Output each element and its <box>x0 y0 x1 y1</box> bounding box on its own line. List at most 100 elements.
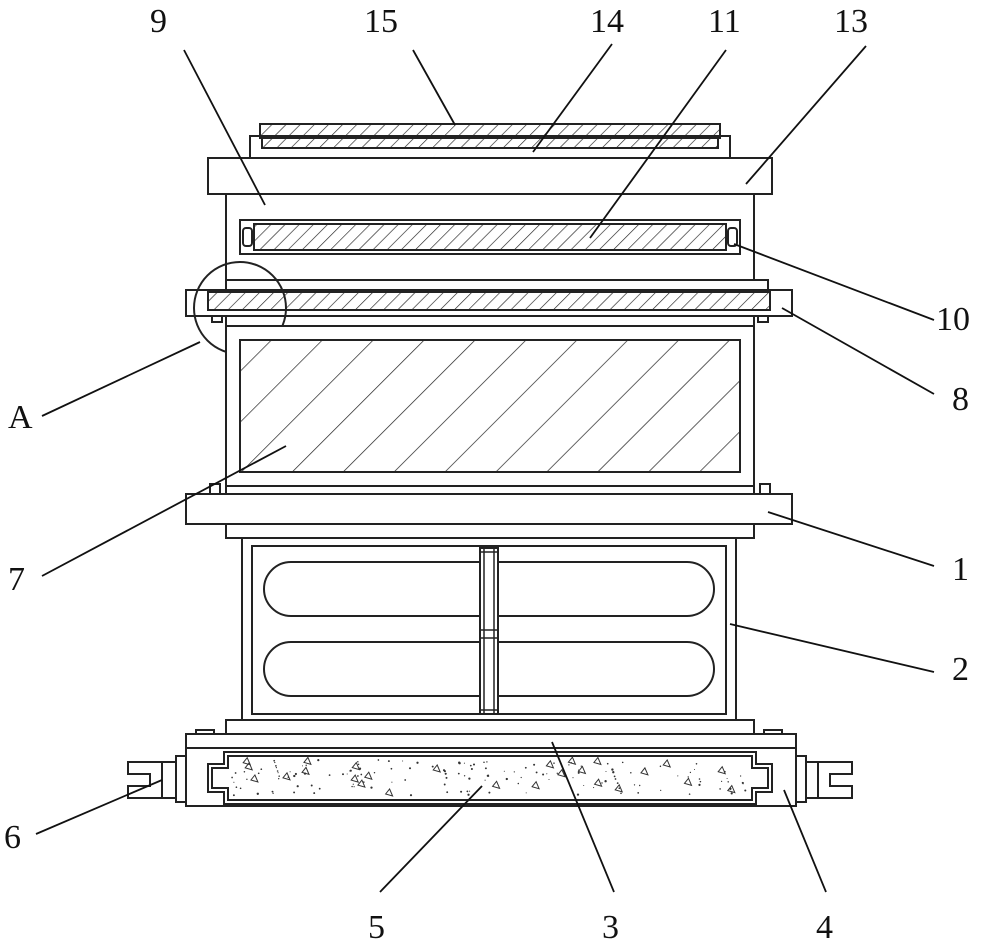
label-a: A <box>8 399 33 436</box>
speckle-dot <box>546 773 548 775</box>
speckle-dot <box>726 777 728 780</box>
speckle-dot <box>260 768 263 771</box>
speckle-dot <box>525 792 527 794</box>
speckle-dot <box>688 793 691 795</box>
speckle-dot <box>699 780 702 783</box>
top-cover-15 <box>249 123 731 159</box>
speckle-dot <box>408 767 412 770</box>
plate-3 <box>185 719 797 749</box>
housing-2 <box>241 537 737 721</box>
speckle-grain <box>301 766 310 776</box>
speckle-dot <box>604 780 607 783</box>
speckle-dot <box>687 776 689 778</box>
speckle-dot <box>613 775 616 778</box>
speckle-dot <box>445 776 448 779</box>
speckle-dot <box>689 771 692 774</box>
speckle-dot <box>719 788 721 790</box>
speckle-grain <box>545 759 555 769</box>
reference-labels: 9 15 14 11 13 10 8 A 7 1 2 6 5 3 4 <box>4 3 970 945</box>
speckle-grain <box>640 766 649 776</box>
speckle-dot <box>576 793 580 796</box>
speckle-grain <box>726 784 736 794</box>
speckle-dot <box>289 771 291 773</box>
speckle-dot <box>535 771 538 774</box>
speckle-dot <box>520 776 522 779</box>
speckle-dot <box>553 762 555 764</box>
speckle-dot <box>257 772 260 775</box>
speckle-grain <box>250 774 259 783</box>
speckle-dot <box>593 787 595 789</box>
speckle-dot <box>402 760 404 762</box>
speckle-dot <box>721 780 723 783</box>
speckle-dot <box>639 784 641 787</box>
speckle-dot <box>387 760 390 763</box>
speckle-dot <box>659 765 662 768</box>
leader-lines <box>35 43 935 893</box>
plate-8 <box>185 279 793 327</box>
speckle-dot <box>328 774 331 776</box>
speckle-dot <box>256 792 259 795</box>
label-6: 6 <box>4 819 21 856</box>
speckle-dot <box>391 781 393 783</box>
speckle-dot <box>276 770 279 772</box>
speckle-dot <box>487 775 490 777</box>
filler-5-speckle <box>231 756 747 797</box>
speckle-grain <box>282 771 291 781</box>
speckle-dot <box>458 761 461 764</box>
speckle-dot <box>693 768 696 771</box>
speckle-dot <box>409 794 413 797</box>
speckle-dot <box>275 765 277 767</box>
speckle-dot <box>505 777 508 781</box>
speckle-dot <box>621 761 624 764</box>
label-1: 1 <box>952 551 969 588</box>
speckle-dot <box>484 779 486 781</box>
speckle-dot <box>317 759 320 762</box>
speckle-dot <box>278 775 280 777</box>
speckle-dot <box>460 790 463 793</box>
speckle-dot <box>739 775 742 777</box>
plate-13 <box>207 157 773 195</box>
speckle-dot <box>468 777 471 780</box>
speckle-dot <box>524 766 527 769</box>
speckle-dot <box>457 772 460 775</box>
speckle-dot <box>232 794 235 797</box>
label-8: 8 <box>952 381 969 418</box>
speckle-dot <box>293 774 296 778</box>
speckle-dot <box>233 781 235 783</box>
speckle-grain <box>717 765 727 775</box>
speckle-dot <box>637 792 640 794</box>
speckle-dot <box>390 767 393 770</box>
speckle-dot <box>313 792 316 795</box>
speckle-dot <box>612 771 615 774</box>
speckle-grain <box>614 783 624 793</box>
body-9 <box>225 193 755 281</box>
speckle-dot <box>605 770 607 773</box>
speckle-dot <box>305 764 307 767</box>
speckle-dot <box>357 775 359 777</box>
speckle-dot <box>310 784 313 787</box>
speckle-dot <box>351 785 353 788</box>
speckle-dot <box>611 768 614 771</box>
speckle-dot <box>443 783 446 786</box>
speckle-dot <box>349 770 351 772</box>
connector-left-6 <box>127 761 176 799</box>
connector-right-6 <box>806 761 853 799</box>
speckle-grain <box>244 761 254 771</box>
speckle-dot <box>370 786 373 789</box>
speckle-dot <box>463 762 465 764</box>
speckle-dot <box>742 783 744 785</box>
speckle-dot <box>467 793 470 796</box>
speckle-dot <box>483 761 485 764</box>
speckle-grain <box>662 759 672 768</box>
speckle-dot <box>446 791 449 794</box>
speckle-dot <box>274 761 276 764</box>
speckle-dot <box>503 770 505 772</box>
speckle-dot <box>469 790 471 792</box>
speckle-dot <box>404 779 407 781</box>
speckle-dot <box>243 770 246 773</box>
label-5: 5 <box>368 909 385 945</box>
speckle-dot <box>353 786 355 788</box>
speckle-dot <box>352 783 354 785</box>
speckle-dot <box>577 771 580 774</box>
speckle-dot <box>373 771 376 774</box>
